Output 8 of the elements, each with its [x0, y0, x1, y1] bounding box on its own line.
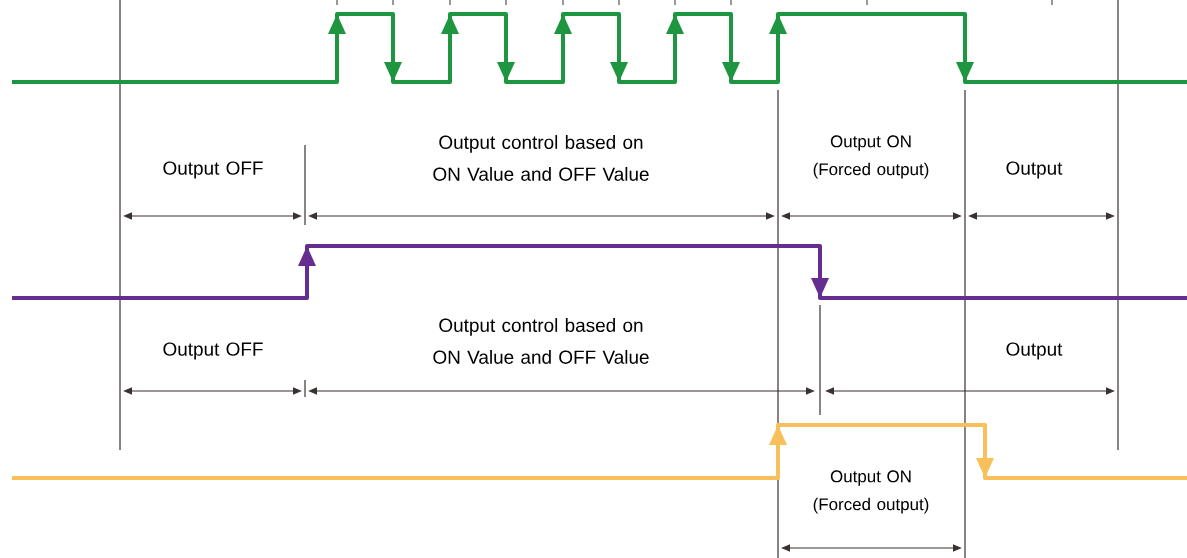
timing-label: Output control based on ON Value and OFF Value: [433, 135, 649, 181]
timing-label: Output OFF: [163, 342, 263, 360]
timing-label: Output control based on ON Value and OFF Value: [433, 318, 649, 364]
timing-label: Output: [1006, 161, 1063, 179]
timing-label: Output ON (Forced output): [813, 135, 929, 179]
timing-label: Output: [1006, 342, 1063, 360]
timing-label: Output ON (Forced output): [813, 470, 929, 514]
timing-label: Output OFF: [163, 161, 263, 179]
